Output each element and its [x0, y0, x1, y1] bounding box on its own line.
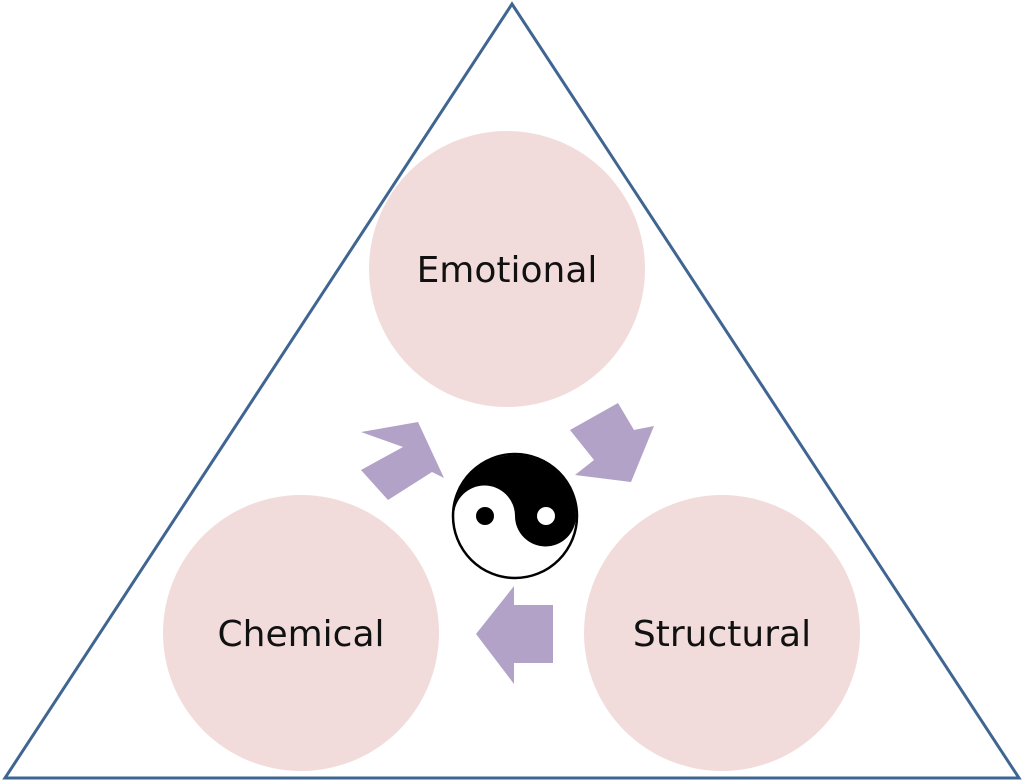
arrow-structural-to-chemical: [476, 586, 553, 684]
emotional-label: Emotional: [417, 250, 598, 291]
node-structural: Structural: [584, 495, 860, 771]
emotional-circle: [369, 131, 645, 407]
structural-label: Structural: [633, 614, 811, 655]
yin-yang-icon: [451, 452, 579, 580]
yang-dot: [537, 507, 555, 525]
chemical-circle: [163, 495, 439, 771]
arrow-emotional-to-structural: [570, 403, 654, 482]
yin-dot: [476, 507, 494, 525]
structural-circle: [584, 495, 860, 771]
chemical-label: Chemical: [217, 614, 384, 655]
arrow-chemical-to-emotional: [361, 422, 444, 500]
node-chemical: Chemical: [163, 495, 439, 771]
node-emotional: Emotional: [369, 131, 645, 407]
